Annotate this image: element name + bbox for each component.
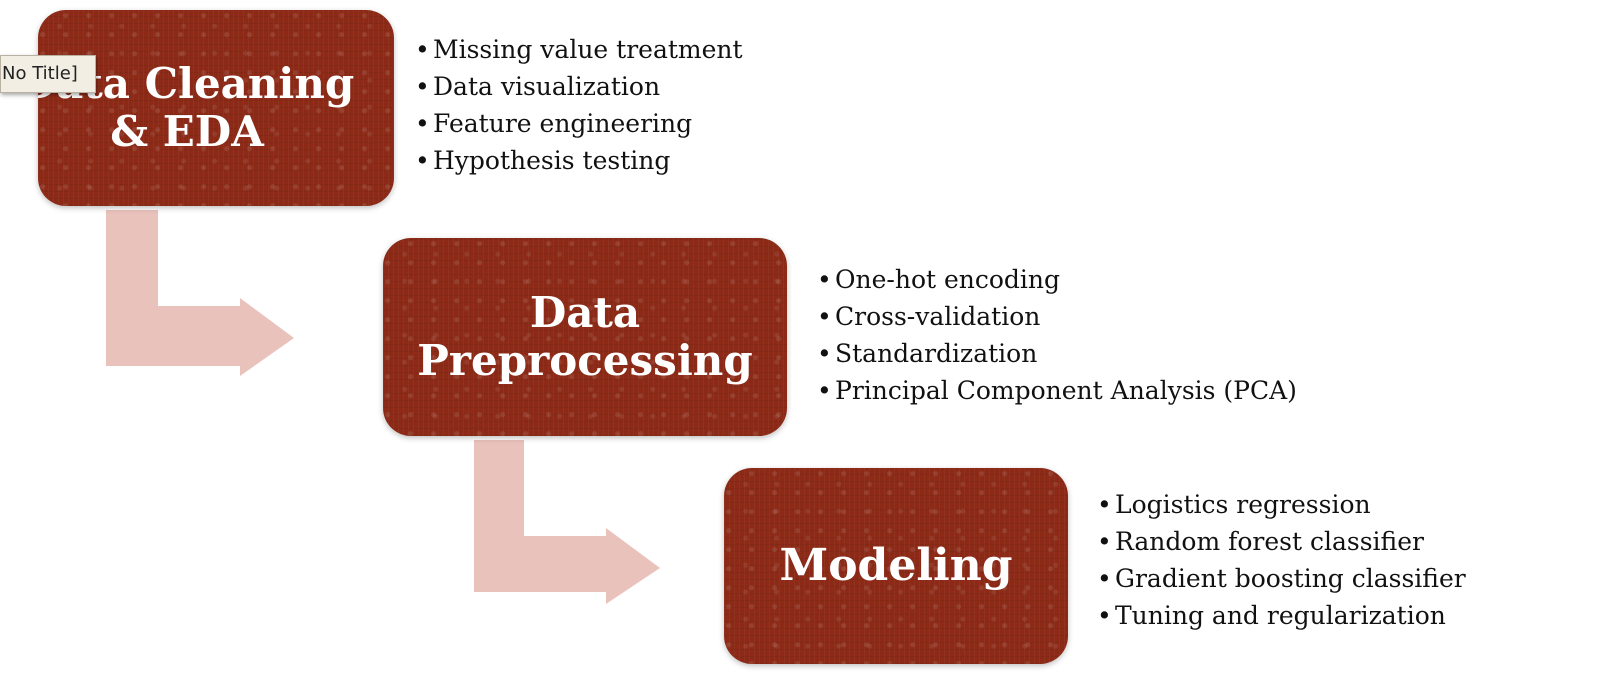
stage-box-modeling: Modeling xyxy=(724,468,1068,664)
no-title-tooltip: [No Title] xyxy=(0,55,96,93)
flow-arrow-1 xyxy=(106,210,294,376)
bullet-item: Data visualization xyxy=(415,68,743,105)
stage-box-data-cleaning: Data Cleaning & EDA xyxy=(38,10,394,206)
stage-2-bullet-list: One-hot encoding Cross-validation Standa… xyxy=(817,261,1297,409)
flow-arrow-2 xyxy=(474,440,660,604)
bullet-item: Cross-validation xyxy=(817,298,1297,335)
bullet-item: Hypothesis testing xyxy=(415,142,743,179)
stage-title: Data Cleaning & EDA xyxy=(38,58,355,156)
bullet-item: Principal Component Analysis (PCA) xyxy=(817,372,1297,409)
stage-1-bullet-list: Missing value treatment Data visualizati… xyxy=(415,31,743,179)
bullet-item: One-hot encoding xyxy=(817,261,1297,298)
bullet-item: Random forest classifier xyxy=(1097,523,1466,560)
bullet-item: Tuning and regularization xyxy=(1097,597,1466,634)
stage-title: Data Preprocessing xyxy=(417,287,753,385)
bent-arrow-shape xyxy=(106,210,294,376)
bullet-item: Feature engineering xyxy=(415,105,743,142)
stage-box-data-preprocessing: Data Preprocessing xyxy=(383,238,787,436)
stage-title: Modeling xyxy=(779,539,1013,591)
bullet-item: Standardization xyxy=(817,335,1297,372)
bent-arrow-shape xyxy=(474,440,660,604)
bullet-item: Logistics regression xyxy=(1097,486,1466,523)
bullet-item: Gradient boosting classifier xyxy=(1097,560,1466,597)
bullet-item: Missing value treatment xyxy=(415,31,743,68)
stage-3-bullet-list: Logistics regression Random forest class… xyxy=(1097,486,1466,634)
